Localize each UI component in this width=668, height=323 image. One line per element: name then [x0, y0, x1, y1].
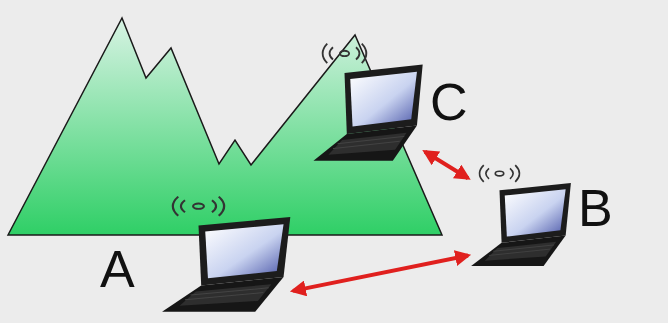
laptop-icon: [468, 162, 573, 267]
laptop-node: B: [468, 162, 573, 267]
laptop-node: C: [310, 40, 425, 162]
laptop-icon: [158, 193, 293, 313]
node-label: C: [430, 76, 468, 128]
node-label: B: [578, 182, 613, 234]
wireless-link-arrow: [293, 255, 468, 290]
laptop-icon: [310, 40, 425, 162]
laptop-node: A: [158, 193, 293, 313]
wireless-link-arrow: [425, 152, 468, 178]
node-label: A: [100, 243, 135, 295]
mountain: [8, 18, 442, 235]
